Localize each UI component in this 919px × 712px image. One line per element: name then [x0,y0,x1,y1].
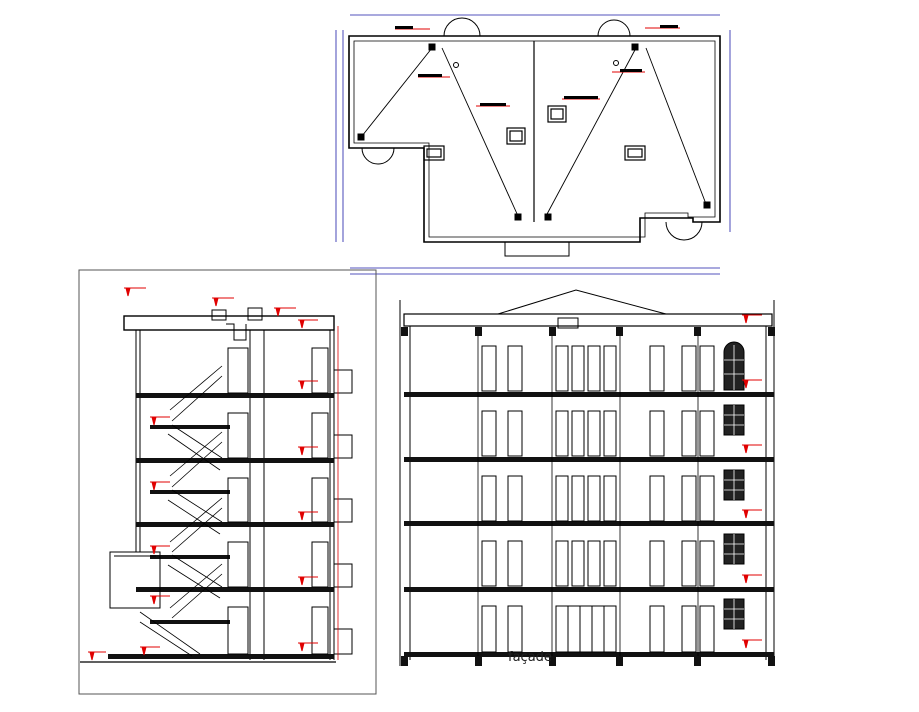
facade-caption: façade [508,650,552,665]
building-facade [399,289,775,666]
facade-columns [401,327,775,666]
window-icon [481,345,715,653]
section-balconies [333,369,353,655]
level-marker-icon [742,314,762,649]
plan-fixtures [357,43,711,221]
plan-window-units [423,105,646,161]
section-doors [227,347,329,655]
section-floor-slabs [108,393,334,659]
section-roof-slab [123,315,335,331]
section-stair-landings [150,425,230,624]
facade-pilasters [477,336,699,656]
facade-parapet [403,313,773,327]
plan-balcony-arc [361,147,395,165]
floor-plan [335,14,731,275]
plan-balcony-arc [597,19,631,37]
level-marker-icon [88,287,318,661]
facade-floor-slabs [404,392,774,657]
plan-terrace [504,241,570,257]
plan-annotation-tags [395,25,680,107]
building-section [80,287,353,663]
section-staircase [139,365,223,657]
plan-wiring [361,47,707,222]
facade-roof-gable [497,289,667,315]
plan-balcony-arc [443,17,481,37]
plan-outer-walls [348,35,721,243]
section-frame [78,269,377,695]
plan-dimension-lines [335,14,731,275]
plan-balcony-arc [665,221,703,241]
section-entrance-hall [109,551,161,609]
facade-grid-mullions [724,345,744,629]
